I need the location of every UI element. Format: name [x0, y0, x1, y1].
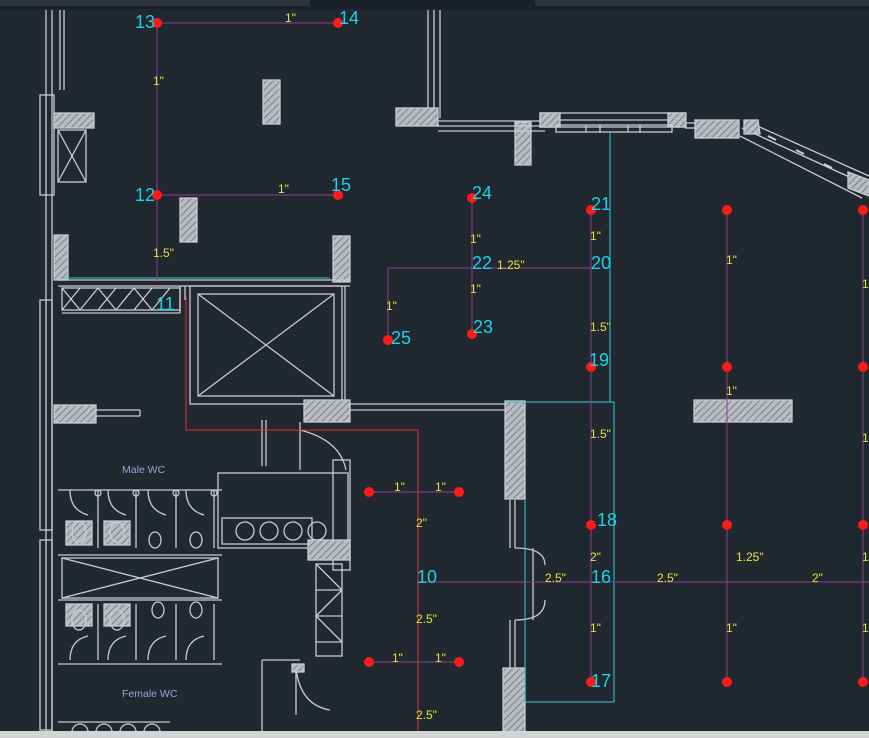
point-marker-a2 [722, 362, 732, 372]
point-marker-24 [467, 193, 477, 203]
dimension-label: 1" [435, 651, 446, 665]
point-label-23: 23 [473, 317, 493, 337]
point-marker-a4 [722, 677, 732, 687]
dimension-label: 1" [726, 621, 737, 635]
point-label-16: 16 [591, 567, 611, 587]
point-marker-14 [333, 18, 343, 28]
dimension-label: 1" [285, 11, 296, 25]
point-marker-c2 [454, 487, 464, 497]
room-labels: Male WC Female WC [122, 464, 178, 700]
dimension-label: 1" [726, 253, 737, 267]
dimension-label: 1" [862, 277, 869, 291]
point-label-24: 24 [472, 183, 492, 203]
point-marker-b1 [858, 205, 868, 215]
viewport-bottom-edge [0, 731, 869, 738]
point-marker-17 [586, 677, 596, 687]
point-marker-b4 [858, 677, 868, 687]
dimension-label: 2.5" [657, 571, 678, 585]
point-marker-a1 [722, 205, 732, 215]
dimension-label: 1" [726, 384, 737, 398]
point-label-20: 20 [591, 253, 611, 273]
cyan-boundary-lines [62, 132, 615, 703]
point-marker-18 [586, 520, 596, 530]
dimension-label: 1" [278, 182, 289, 196]
dimension-labels: 1" 1" 1" 1.5" 1" 1.25" 1" 1" 1" 1.5" 1.5… [153, 11, 869, 722]
dimension-label: 1.5" [590, 320, 611, 334]
point-marker-c1 [364, 487, 374, 497]
point-label-21: 21 [591, 194, 611, 214]
dimension-label: 1.25" [497, 258, 525, 272]
dimension-label: 1" [862, 550, 869, 564]
point-label-19: 19 [589, 350, 609, 370]
point-label-12: 12 [135, 185, 155, 205]
dimension-label: 2.5" [416, 708, 437, 722]
dimension-label: 1" [394, 480, 405, 494]
point-marker-13 [152, 18, 162, 28]
point-label-15: 15 [331, 175, 351, 195]
dimension-label: 2.5" [545, 571, 566, 585]
point-marker-25 [383, 335, 393, 345]
point-marker-21 [586, 205, 596, 215]
dimension-label: 1.5" [153, 246, 174, 260]
point-marker-15 [333, 190, 343, 200]
dimension-label: 2" [812, 571, 823, 585]
point-label-13: 13 [135, 12, 155, 32]
point-marker-c3 [364, 657, 374, 667]
point-marker-23 [467, 329, 477, 339]
dimension-label: 1" [470, 282, 481, 296]
point-markers [152, 18, 868, 687]
room-label-male-wc: Male WC [122, 464, 166, 476]
dimension-label: 1" [470, 232, 481, 246]
point-marker-c4 [454, 657, 464, 667]
room-label-female-wc: Female WC [122, 688, 178, 700]
viewport-top-edge [0, 0, 869, 9]
point-marker-b3 [858, 520, 868, 530]
dimension-label: 1" [392, 651, 403, 665]
point-label-25: 25 [391, 328, 411, 348]
point-marker-a3 [722, 520, 732, 530]
point-label-10: 10 [417, 567, 437, 587]
point-label-11: 11 [156, 294, 175, 314]
dimension-label: 1" [386, 299, 397, 313]
dimension-label: 2" [416, 516, 427, 530]
dimension-label: 1.25" [736, 550, 764, 564]
point-marker-19 [586, 362, 596, 372]
dimension-label: 2" [590, 550, 601, 564]
point-marker-12 [152, 190, 162, 200]
dimension-label: 1" [590, 229, 601, 243]
point-label-14: 14 [339, 8, 359, 28]
point-label-18: 18 [597, 510, 617, 530]
dimension-label: 1" [435, 480, 446, 494]
point-marker-b2 [858, 362, 868, 372]
dimension-label: 1.5" [590, 427, 611, 441]
point-label-17: 17 [591, 671, 611, 691]
dimension-label: 2.5" [416, 612, 437, 626]
walls-layer [39, 10, 869, 738]
point-labels: 10 11 12 13 14 15 16 17 18 19 20 21 22 2… [135, 8, 617, 691]
dimension-label: 1" [590, 621, 601, 635]
dimension-label: 1" [862, 621, 869, 635]
point-label-22: 22 [472, 253, 492, 273]
dimension-label: 1" [862, 431, 869, 445]
pipe-lines [156, 22, 869, 682]
dimension-label: 1" [153, 74, 164, 88]
red-line [185, 296, 419, 738]
